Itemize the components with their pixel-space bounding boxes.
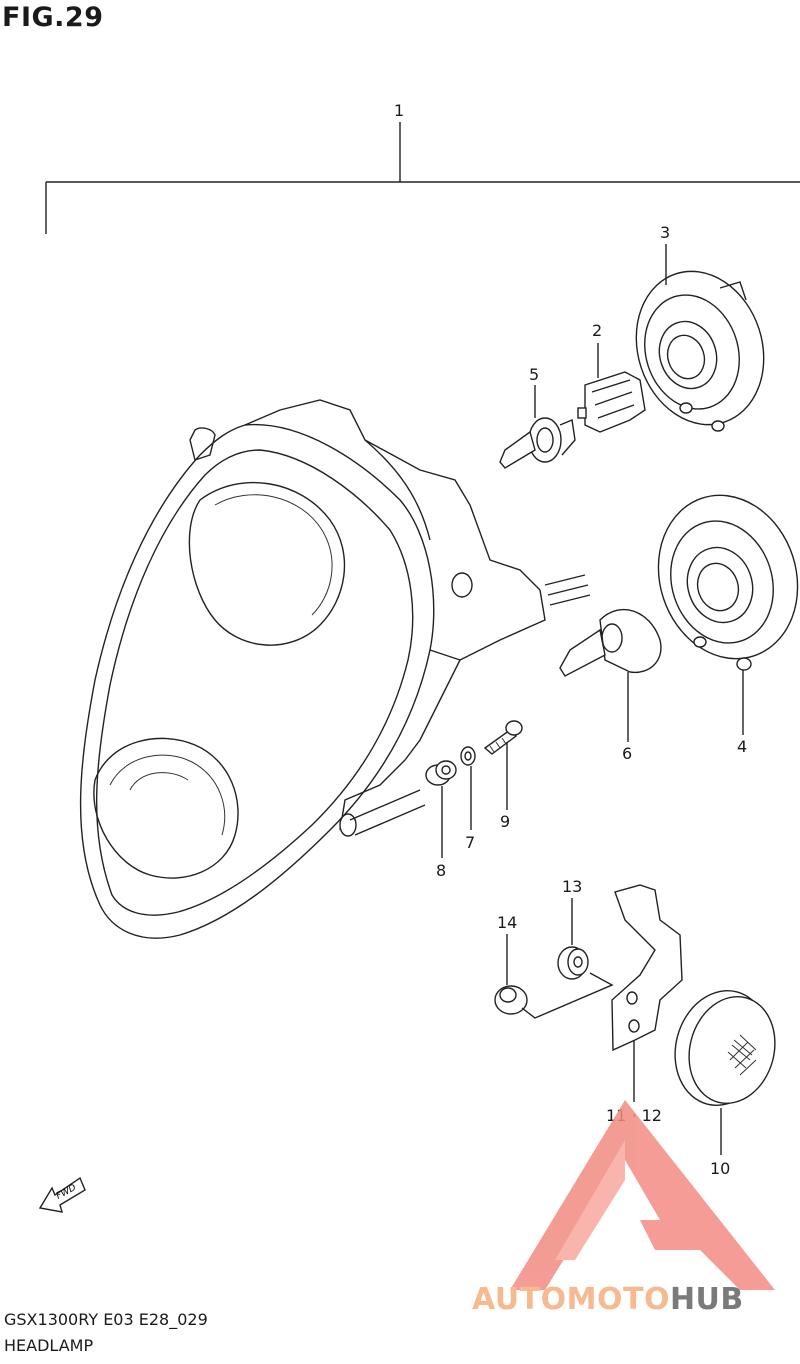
bulb-5 [499, 417, 576, 469]
watermark-wordmark: AUTOMOTOHUB [472, 1282, 744, 1317]
headlamp-housing [79, 399, 591, 939]
watermark-part-a: AUTOMOTO [472, 1282, 670, 1317]
callout-5: 5 [529, 365, 539, 384]
callout-2: 2 [592, 321, 602, 340]
callout-10: 10 [710, 1159, 730, 1178]
callout-8: 8 [436, 861, 446, 880]
callout-7: 7 [465, 833, 475, 852]
callout-3: 3 [660, 223, 670, 242]
bulb-6 [559, 609, 662, 677]
model-code: GSX1300RY E03 E28_029 [4, 1310, 208, 1329]
figure-title: FIG.29 [2, 2, 104, 33]
washer-7 [460, 746, 476, 766]
figure-name: HEADLAMP [4, 1336, 94, 1355]
assembly-bracket-1 [45, 122, 800, 234]
leader-lines [441, 244, 744, 1155]
callout-9: 9 [500, 812, 510, 831]
callout-4: 4 [737, 737, 747, 756]
automotohub-logo-icon [510, 1100, 775, 1290]
reflector-10 [674, 990, 776, 1106]
callout-14: 14 [497, 913, 517, 932]
screw-9 [483, 720, 523, 755]
nut-14 [494, 985, 528, 1015]
spacer-13 [557, 946, 589, 980]
forward-arrow-icon: FWD [38, 1176, 86, 1213]
bulb-socket-2 [577, 371, 646, 433]
callout-1: 1 [394, 101, 404, 120]
grommet-8 [425, 760, 457, 786]
callout-6: 6 [622, 744, 632, 763]
socket-cover-4 [657, 494, 799, 671]
bracket-11-12 [611, 884, 683, 1052]
callout-13: 13 [562, 877, 582, 896]
watermark-part-b: HUB [669, 1282, 744, 1317]
socket-cover-3 [635, 270, 765, 432]
